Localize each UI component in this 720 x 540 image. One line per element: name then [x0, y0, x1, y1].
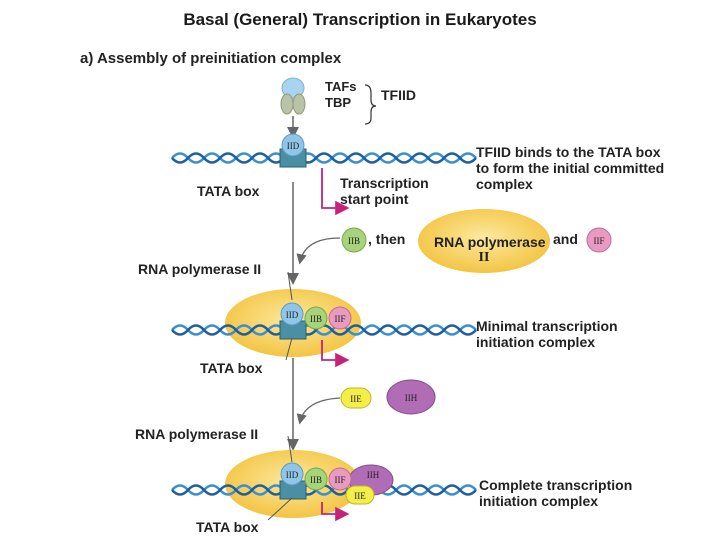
step3-description: Complete transcription initiation comple… [479, 477, 633, 509]
pointer-line-1 [287, 271, 293, 301]
svg-text:IID: IID [286, 310, 299, 320]
tata-box-label-3: TATA box [196, 519, 259, 535]
tbp-label: TBP [325, 95, 351, 110]
tfiid-complex [280, 77, 377, 125]
iib-factor-standalone: IIB [341, 227, 367, 253]
pointer-line-2 [285, 337, 293, 361]
svg-text:IIF: IIF [335, 314, 346, 324]
page-title: Basal (General) Transcription in Eukaryo… [183, 10, 537, 29]
svg-text:IIB: IIB [348, 236, 360, 246]
pointer-line-3 [287, 435, 293, 463]
rna-polymerase-ii-label-1: RNA polymerase II [138, 261, 262, 277]
svg-text:IIB: IIB [310, 314, 322, 324]
svg-text:IIH: IIH [367, 470, 380, 480]
iif-factor-2: IIF [328, 306, 352, 330]
rna-polymerase-ii-label-2: RNA polymerase II [135, 426, 259, 442]
rna-polymerase-standalone [418, 209, 550, 273]
tata-box-label-2: TATA box [200, 360, 263, 376]
start-arrow-2 [321, 340, 350, 368]
tfiid-label: TFIID [381, 87, 416, 103]
svg-text:IIB: IIB [310, 475, 322, 485]
svg-text:IIF: IIF [594, 236, 605, 246]
iib-factor-2: IIB [304, 306, 328, 330]
rna-pol-numeral-label: II [478, 250, 490, 265]
iif-factor-3: IIF [328, 467, 352, 491]
then-label: , then [368, 231, 406, 247]
pointer-line-4 [267, 497, 293, 521]
step1-description: TFIID binds to the TATA box to form the … [476, 144, 665, 192]
rna-pol-name-label: RNA polymerase [434, 234, 546, 250]
iid-factor-3: IID [280, 462, 304, 486]
dna-helix-2 [171, 320, 477, 340]
svg-text:IIF: IIF [335, 475, 346, 485]
dna-helix-1 [171, 148, 477, 168]
tata-box-label-1: TATA box [197, 183, 260, 199]
and-label: and [553, 231, 578, 247]
iie-factor-3: IIE [345, 485, 375, 505]
iid-factor-1: IID [281, 133, 305, 157]
iih-factor-standalone: IIH [386, 379, 436, 415]
svg-text:IID: IID [286, 470, 299, 480]
iid-factor-2: IID [280, 302, 304, 326]
svg-text:IIE: IIE [354, 491, 366, 501]
step2-description: Minimal transcription initiation complex [476, 318, 618, 350]
curve-arrow-2 [296, 397, 341, 425]
iif-factor-standalone: IIF [586, 227, 612, 253]
curve-arrow-1 [296, 237, 341, 265]
start-arrow-3 [321, 502, 350, 522]
tafs-label: TAFs [325, 79, 357, 94]
start-arrow-1 [321, 168, 350, 216]
svg-text:IIE: IIE [350, 394, 362, 404]
svg-text:IIH: IIH [405, 393, 418, 403]
iib-factor-3: IIB [304, 467, 328, 491]
iie-factor-standalone: IIE [340, 387, 372, 409]
transcription-start-label: Transcription start point [340, 175, 429, 207]
svg-text:IID: IID [287, 141, 300, 151]
panel-label: a) Assembly of preinitiation complex [80, 50, 342, 67]
